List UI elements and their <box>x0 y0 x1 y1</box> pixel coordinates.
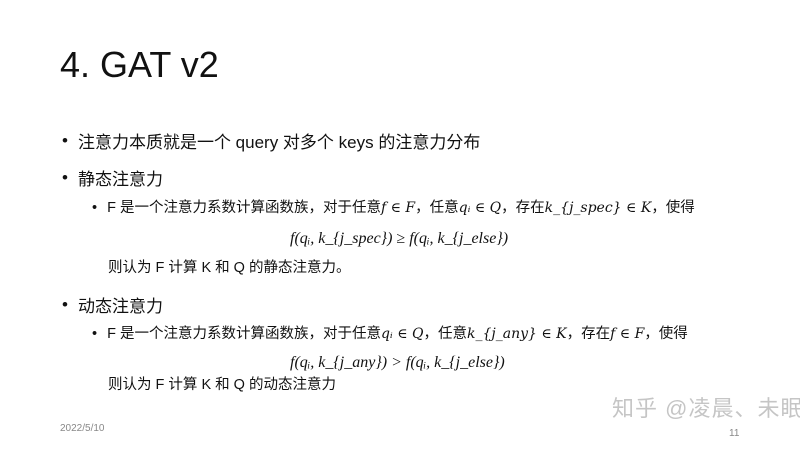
bullet-3: • 动态注意力 <box>62 292 163 317</box>
bullet-dot: • <box>92 200 98 216</box>
math: qᵢ ∈ Q <box>458 200 502 216</box>
sub-bullet-dynamic: • F 是一个注意力系数计算函数族，对于任意 qᵢ ∈ Q，任意 k_{j_an… <box>92 324 688 344</box>
text: F 是一个注意力系数计算函数族，对于任意 <box>107 200 381 216</box>
bullet-dot: • <box>62 294 68 314</box>
math: f ∈ F <box>380 200 416 216</box>
page-number: 11 <box>729 428 740 439</box>
bullet-dot: • <box>62 130 68 150</box>
text: ，使得 <box>651 200 695 216</box>
bullet-text: 静态注意力 <box>77 170 163 189</box>
conclusion-static: 则认为 F 计算 K 和 Q 的静态注意力。 <box>108 260 351 276</box>
sub-bullet-static: • F 是一个注意力系数计算函数族，对于任意 f ∈ F ，任意 qᵢ ∈ Q … <box>92 198 695 218</box>
math: qᵢ ∈ Q <box>380 326 424 342</box>
slide-title: 4. GAT v2 <box>60 44 219 85</box>
math: k_{j_any} ∈ K <box>467 326 567 342</box>
bullet-text: 动态注意力 <box>77 297 163 316</box>
math: f ∈ F <box>610 326 645 342</box>
bullet-dot: • <box>92 326 98 342</box>
text: ，使得 <box>644 326 688 342</box>
watermark: 知乎 @凌晨、未眠 <box>612 396 800 421</box>
formula-dynamic: f(qᵢ, k_{j_any}) > f(qᵢ, k_{j_else}) <box>290 354 505 371</box>
text: F 是一个注意力系数计算函数族，对于任意 <box>107 326 381 342</box>
conclusion-dynamic: 则认为 F 计算 K 和 Q 的动态注意力 <box>108 377 336 393</box>
bullet-2: • 静态注意力 <box>62 165 163 190</box>
math: k_{j_spec} ∈ K <box>544 200 652 216</box>
footer-date: 2022/5/10 <box>60 423 105 434</box>
bullet-dot: • <box>62 167 68 187</box>
formula-static: f(qᵢ, k_{j_spec}) ≥ f(qᵢ, k_{j_else}) <box>290 230 509 247</box>
bullet-1: • 注意力本质就是一个 query 对多个 keys 的注意力分布 <box>62 128 480 153</box>
text: ，任意 <box>423 326 468 342</box>
text: ，任意 <box>415 200 459 216</box>
text: ，存在 <box>501 200 545 216</box>
text: ，存在 <box>566 326 611 342</box>
bullet-text: 注意力本质就是一个 query 对多个 keys 的注意力分布 <box>77 133 481 152</box>
